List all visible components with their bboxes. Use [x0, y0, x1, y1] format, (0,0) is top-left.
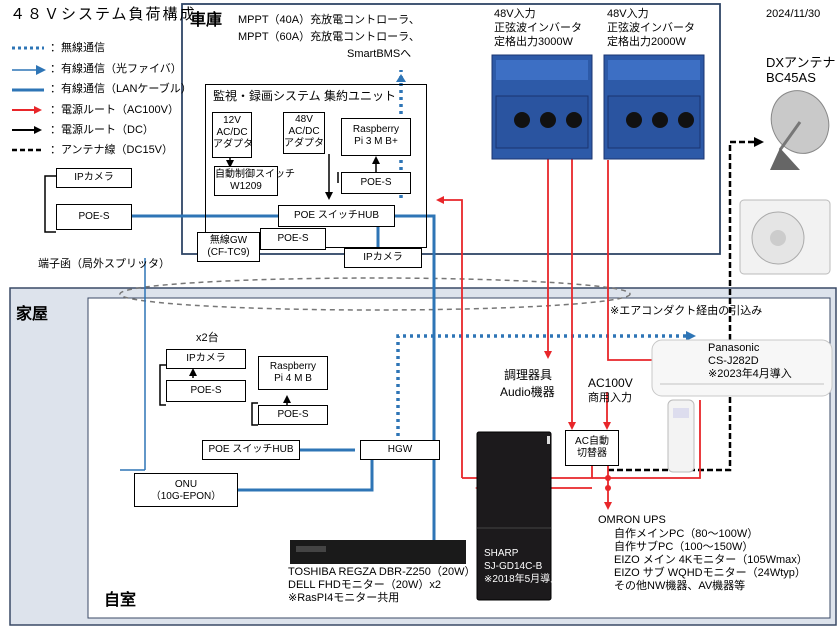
mppt-line-2: MPPT（60A）充放電コントローラ、 [238, 31, 420, 43]
ups-item-2: 自作サブPC（100～150W） [614, 541, 754, 553]
ups-item-4: EIZO サブ WQHDモニター（24Wtyp） [614, 567, 806, 579]
poe-s-house-cam: POE-S [166, 380, 246, 402]
adapter-12v-line1: 12V [223, 115, 241, 126]
cooking-line1: 調理器具 [504, 368, 553, 382]
raspi3-line1: Raspberry [352, 124, 400, 135]
antenna-cable [608, 140, 755, 472]
adapter-48v-line2: AC/DC [288, 126, 320, 137]
legend-wireless: ：無線通信 [50, 42, 105, 54]
garage-label: 車庫 [190, 12, 223, 29]
legend-fiber: ：有線通信（光ファイバ） [50, 63, 182, 75]
legend-lan: ：有線通信（LANケーブル） [50, 83, 192, 95]
indoor-ac-unit [651, 339, 833, 397]
refrigerator [476, 431, 552, 601]
fridge-line1: SHARP [484, 548, 519, 559]
poe-hub-house: POE スイッチHUB [202, 440, 300, 460]
antenna-line2: BC45AS [766, 70, 816, 85]
ac-switch-line2: 切替器 [577, 448, 607, 459]
recorder-device [290, 540, 466, 564]
adapter-48v-line3: アダプタ [284, 138, 324, 149]
house-label: 家屋 [16, 306, 49, 323]
legend-ac: ：電源ルート（AC100V） [50, 104, 179, 116]
terminal-box-label: 端子函（局外スプリッタ） [38, 258, 170, 270]
ups-item-3: EIZO メイン 4Kモニター（105Wmax） [614, 554, 808, 566]
antenna-line1: DXアンテナ [766, 55, 836, 70]
satellite-dish-icon [770, 90, 830, 170]
poe-s-garage-mid: POE-S [260, 228, 326, 250]
legend-antenna: ：アンテナ線（DC15V） [50, 144, 174, 156]
poe-s-house-pi: POE-S [258, 405, 328, 425]
wireless-gw-line2: (CF-TC9) [207, 247, 250, 258]
ups-title: OMRON UPS [598, 514, 666, 526]
ups-item-1: 自作メインPC（80～100W） [614, 528, 759, 540]
wireless-arrow-right [686, 331, 696, 341]
poe-s-garage-top: POE-S [341, 172, 411, 194]
raspberry-pi-4: Raspberry Pi 4 M B [258, 356, 328, 390]
wireless-gateway: 無線GW (CF-TC9) [197, 232, 260, 262]
aircon-duct-note: ※エアコンダクト経由の引込み [610, 305, 763, 317]
mppt-line-1: MPPT（40A）充放電コントローラ、 [238, 14, 420, 26]
inverter-3000w [491, 54, 593, 160]
ip-camera-house: IPカメラ [166, 349, 246, 369]
legend-dc: ：電源ルート（DC） [50, 124, 154, 136]
camera-count-label: x2台 [196, 332, 219, 344]
aircon-line1: Panasonic [708, 342, 760, 354]
wireless-gw-line1: 無線GW [209, 235, 248, 246]
ip-camera-outside: IPカメラ [56, 168, 132, 188]
raspberry-pi-3: Raspberry Pi 3 M B+ [341, 118, 411, 156]
page-title: ４８Ｖシステム負荷構成 [10, 6, 197, 23]
terminal-box-outline [119, 277, 631, 311]
fiber-cables [120, 258, 146, 471]
adapter-48v-line1: 48V [295, 114, 313, 125]
auto-switch-line2: W1209 [230, 181, 262, 192]
auto-control-switch: 自動制御スイッチ W1209 [214, 166, 295, 196]
outdoor-ac-unit [739, 199, 831, 275]
inverter2-line3: 定格出力2000W [607, 36, 686, 48]
mppt-line-3: SmartBMSへ [347, 48, 412, 60]
raspi3-line2: Pi 3 M B+ [354, 136, 398, 147]
poe-hub-garage: POE スイッチHUB [278, 205, 395, 227]
raspi4-line2: Pi 4 M B [274, 373, 312, 384]
dc-frames [44, 172, 339, 426]
date-label: 2024/11/30 [766, 8, 821, 20]
inverter1-line3: 定格出力3000W [494, 36, 573, 48]
inverter2-line1: 48V入力 [607, 8, 649, 20]
tv-line1: TOSHIBA REGZA DBR-Z250（20W） [288, 566, 476, 578]
wireless-arrow-up [396, 74, 406, 82]
monitor-unit-title: 監視・録画システム 集約ユニット [213, 89, 396, 103]
ac-remote-icon [667, 399, 695, 473]
ac100v-line2: 商用入力 [588, 392, 632, 404]
ac100v-line1: AC100V [588, 376, 633, 390]
fridge-line2: SJ-GD14C-B [484, 561, 543, 572]
raspi4-line1: Raspberry [269, 361, 317, 372]
onu-line2: （10G-EPON） [150, 491, 222, 502]
adapter-12v-line2: AC/DC [216, 127, 248, 138]
onu-device: ONU （10G-EPON） [134, 473, 238, 507]
fridge-line3: ※2018年5月導入 [484, 574, 561, 585]
poe-s-outside: POE-S [56, 204, 132, 230]
adapter-12v: 12V AC/DC アダプタ [212, 112, 253, 158]
room-label: 自室 [104, 592, 137, 609]
ac-switch-line1: AC自動 [575, 436, 609, 447]
ac-auto-switch: AC自動 切替器 [565, 430, 619, 466]
tv-line3: ※RasPI4モニター共用 [288, 592, 400, 604]
aircon-line3: ※2023年4月導入 [708, 368, 792, 380]
ip-camera-garage: IPカメラ [344, 248, 422, 268]
onu-line1: ONU [174, 479, 198, 490]
adapter-48v: 48V AC/DC アダプタ [283, 112, 325, 154]
inverter-2000w [603, 54, 705, 160]
auto-switch-line1: 自動制御スイッチ [215, 169, 295, 180]
cooking-line2: Audio機器 [500, 385, 555, 399]
home-gateway: HGW [360, 440, 440, 460]
tv-line2: DELL FHDモニター（20W）x2 [288, 579, 442, 591]
inverter1-line2: 正弦波インバータ [494, 22, 582, 34]
aircon-line2: CS-J282D [708, 355, 759, 367]
adapter-12v-line3: アダプタ [213, 139, 253, 150]
inverter2-line2: 正弦波インバータ [607, 22, 695, 34]
ups-item-5: その他NW機器、AV機器等 [614, 580, 746, 592]
inverter1-line1: 48V入力 [494, 8, 536, 20]
